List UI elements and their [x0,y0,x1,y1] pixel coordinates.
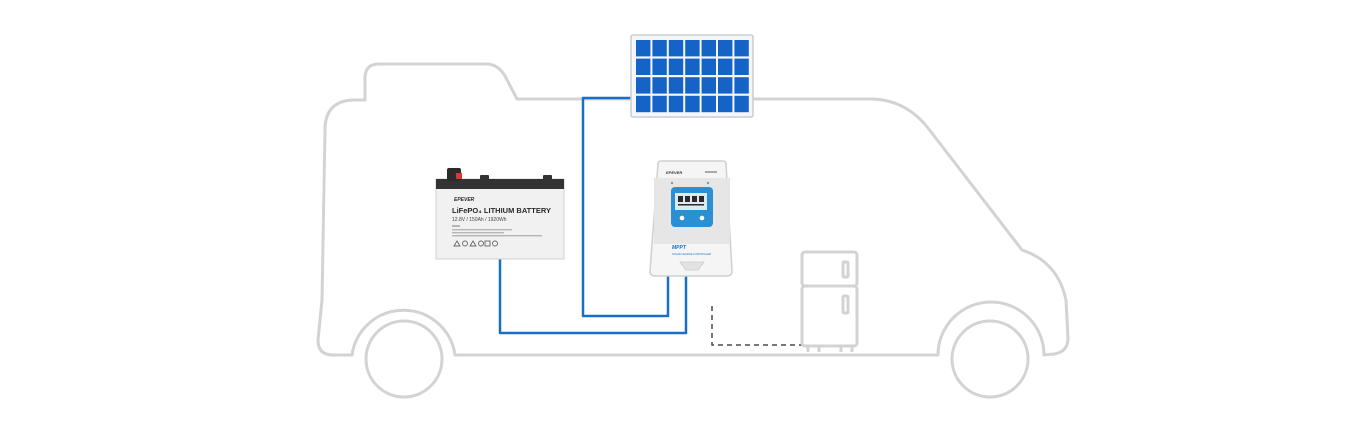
solar-cell [718,58,733,75]
mppt-charge-controller: EPEVER MPPT SOLAR CHARGE CONTROLLER [649,160,733,277]
wiring [498,96,688,335]
battery-warning-icons [453,240,498,247]
solar-cell [734,40,749,57]
controller-brand: EPEVER [666,170,682,175]
battery-brand: EPEVER [454,197,475,203]
solar-cell [734,77,749,94]
solar-cell [685,58,700,75]
solar-cell [701,77,716,94]
refrigerator [800,250,859,352]
solar-wire [581,96,670,318]
solar-cell [668,40,684,57]
load-wire-dashed [711,306,803,346]
battery-fineprint [452,225,542,237]
solar-cell [636,77,651,94]
solar-cell [701,58,716,75]
solar-cell [636,95,651,113]
solar-cell [685,77,700,94]
solar-cell [701,40,716,57]
battery-title: LiFePO₄ LITHIUM BATTERY [452,206,551,215]
battery-spec: 12.8V / 150Ah / 1920Wh [452,217,507,223]
solar-cell [668,77,684,94]
solar-cell [652,40,667,57]
controller-subtitle: SOLAR CHARGE CONTROLLER [672,252,711,256]
controller-model: MPPT [672,245,687,251]
solar-cell [636,58,651,75]
solar-cell [685,95,700,113]
solar-panel [630,34,754,118]
solar-cell [668,58,684,75]
solar-cell [668,95,684,113]
solar-cell [718,77,733,94]
solar-cell [652,58,667,75]
solar-cell [685,40,700,57]
solar-cell [718,40,733,57]
lithium-battery: EPEVER LiFePO₄ LITHIUM BATTERY 12.8V / 1… [435,168,565,260]
solar-cell [636,40,651,57]
solar-cell [734,95,749,113]
battery-wire [498,258,688,335]
solar-cell [652,95,667,113]
solar-cell [734,58,749,75]
solar-cell [701,95,716,113]
solar-cell [718,95,733,113]
solar-cell [652,77,667,94]
